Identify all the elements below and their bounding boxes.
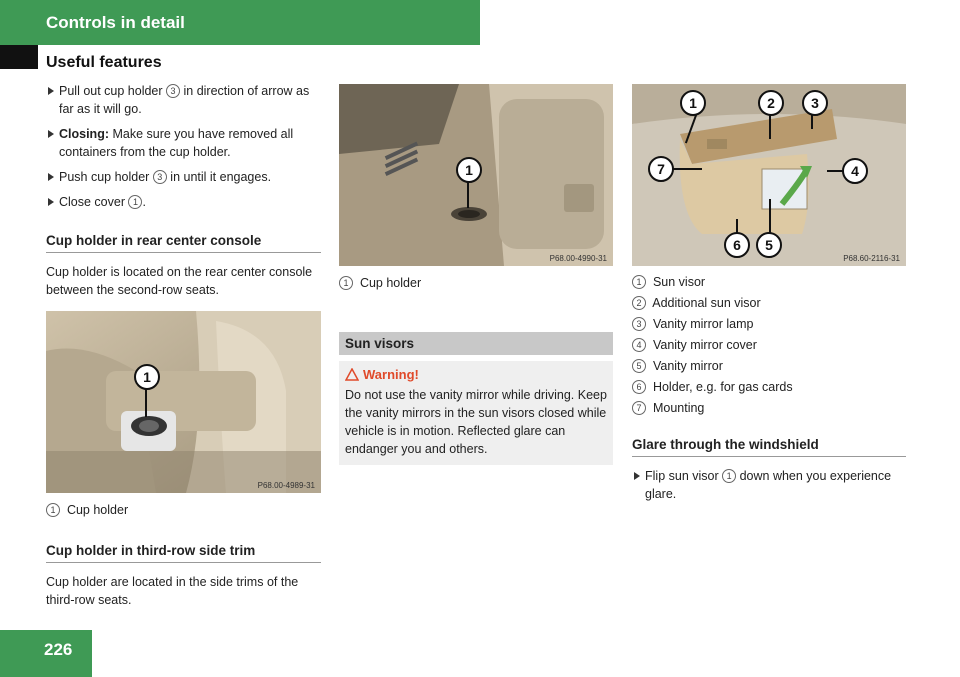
heading-glare: Glare through the windshield	[632, 437, 906, 457]
column-right: 1 2 3 4 5 6 7 P68.60-2116-31 1 Sun visor…	[632, 84, 906, 510]
photo-side-trim: 1 P68.00-4990-31	[339, 84, 613, 266]
callout-ref: 3	[166, 84, 181, 98]
photo-callout-7: 7	[648, 156, 674, 182]
callout-ref: 3	[152, 170, 167, 184]
column-middle: 1 P68.00-4990-31 1 Cup holder Sun visors…	[339, 84, 613, 465]
photo-callout-4: 4	[842, 158, 868, 184]
step-push-in: Push cup holder 3 in until it engages.	[46, 168, 321, 186]
legend-item: 4 Vanity mirror cover	[632, 335, 906, 356]
photo-callout-1: 1	[680, 90, 706, 116]
section-title: Useful features	[46, 54, 162, 71]
photo-callout-3: 3	[802, 90, 828, 116]
warning-title: Warning!	[345, 366, 607, 384]
image-code: P68.00-4990-31	[549, 254, 607, 263]
photo-callout-1: 1	[456, 157, 482, 183]
step-flip-visor: Flip sun visor 1 down when you experienc…	[632, 467, 906, 503]
photo-callout-1: 1	[134, 364, 160, 390]
warning-icon	[345, 368, 359, 381]
step-close-cover: Close cover 1.	[46, 193, 321, 211]
side-trim-illustration	[339, 84, 613, 266]
legend-item: 2 Additional sun visor	[632, 293, 906, 314]
warning-box: Warning! Do not use the vanity mirror wh…	[339, 361, 613, 465]
callout-ref: 1	[128, 195, 143, 209]
photo-caption: 1 Cup holder	[46, 501, 321, 519]
chapter-title: Controls in detail	[46, 13, 185, 32]
third-row-text: Cup holder are located in the side trims…	[46, 575, 299, 607]
photo-caption: 1 Cup holder	[339, 274, 613, 292]
legend-item: 7 Mounting	[632, 398, 906, 419]
heading-third-row: Cup holder in third-row side trim	[46, 543, 321, 563]
heading-sun-visors: Sun visors	[339, 332, 613, 355]
photo-callout-6: 6	[724, 232, 750, 258]
image-code: P68.60-2116-31	[843, 254, 900, 263]
callout-ref: 1	[722, 469, 737, 483]
photo-rear-console: 1 P68.00-4989-31	[46, 311, 321, 493]
column-left: Pull out cup holder 3 in direction of ar…	[46, 82, 321, 609]
section-marker	[0, 45, 38, 69]
photo-callout-5: 5	[756, 232, 782, 258]
photo-sun-visor: 1 2 3 4 5 6 7 P68.60-2116-31	[632, 84, 906, 266]
warning-text: Do not use the vanity mirror while drivi…	[345, 388, 607, 456]
heading-rear-console: Cup holder in rear center console	[46, 233, 321, 253]
rear-console-text: Cup holder is located on the rear center…	[46, 265, 313, 297]
legend-item: 6 Holder, e.g. for gas cards	[632, 377, 906, 398]
header-bar	[0, 0, 480, 45]
step-pull-out: Pull out cup holder 3 in direction of ar…	[46, 82, 321, 118]
legend-item: 5 Vanity mirror	[632, 356, 906, 377]
legend-item: 1 Sun visor	[632, 272, 906, 293]
image-code: P68.00-4989-31	[257, 481, 315, 490]
page-number-box	[0, 630, 92, 677]
step-closing: Closing: Make sure you have removed all …	[46, 125, 321, 161]
page-number: 226	[44, 640, 73, 659]
legend-item: 3 Vanity mirror lamp	[632, 314, 906, 335]
photo-callout-2: 2	[758, 90, 784, 116]
legend-list: 1 Sun visor 2 Additional sun visor 3 Van…	[632, 272, 906, 419]
rear-console-illustration	[46, 311, 321, 493]
